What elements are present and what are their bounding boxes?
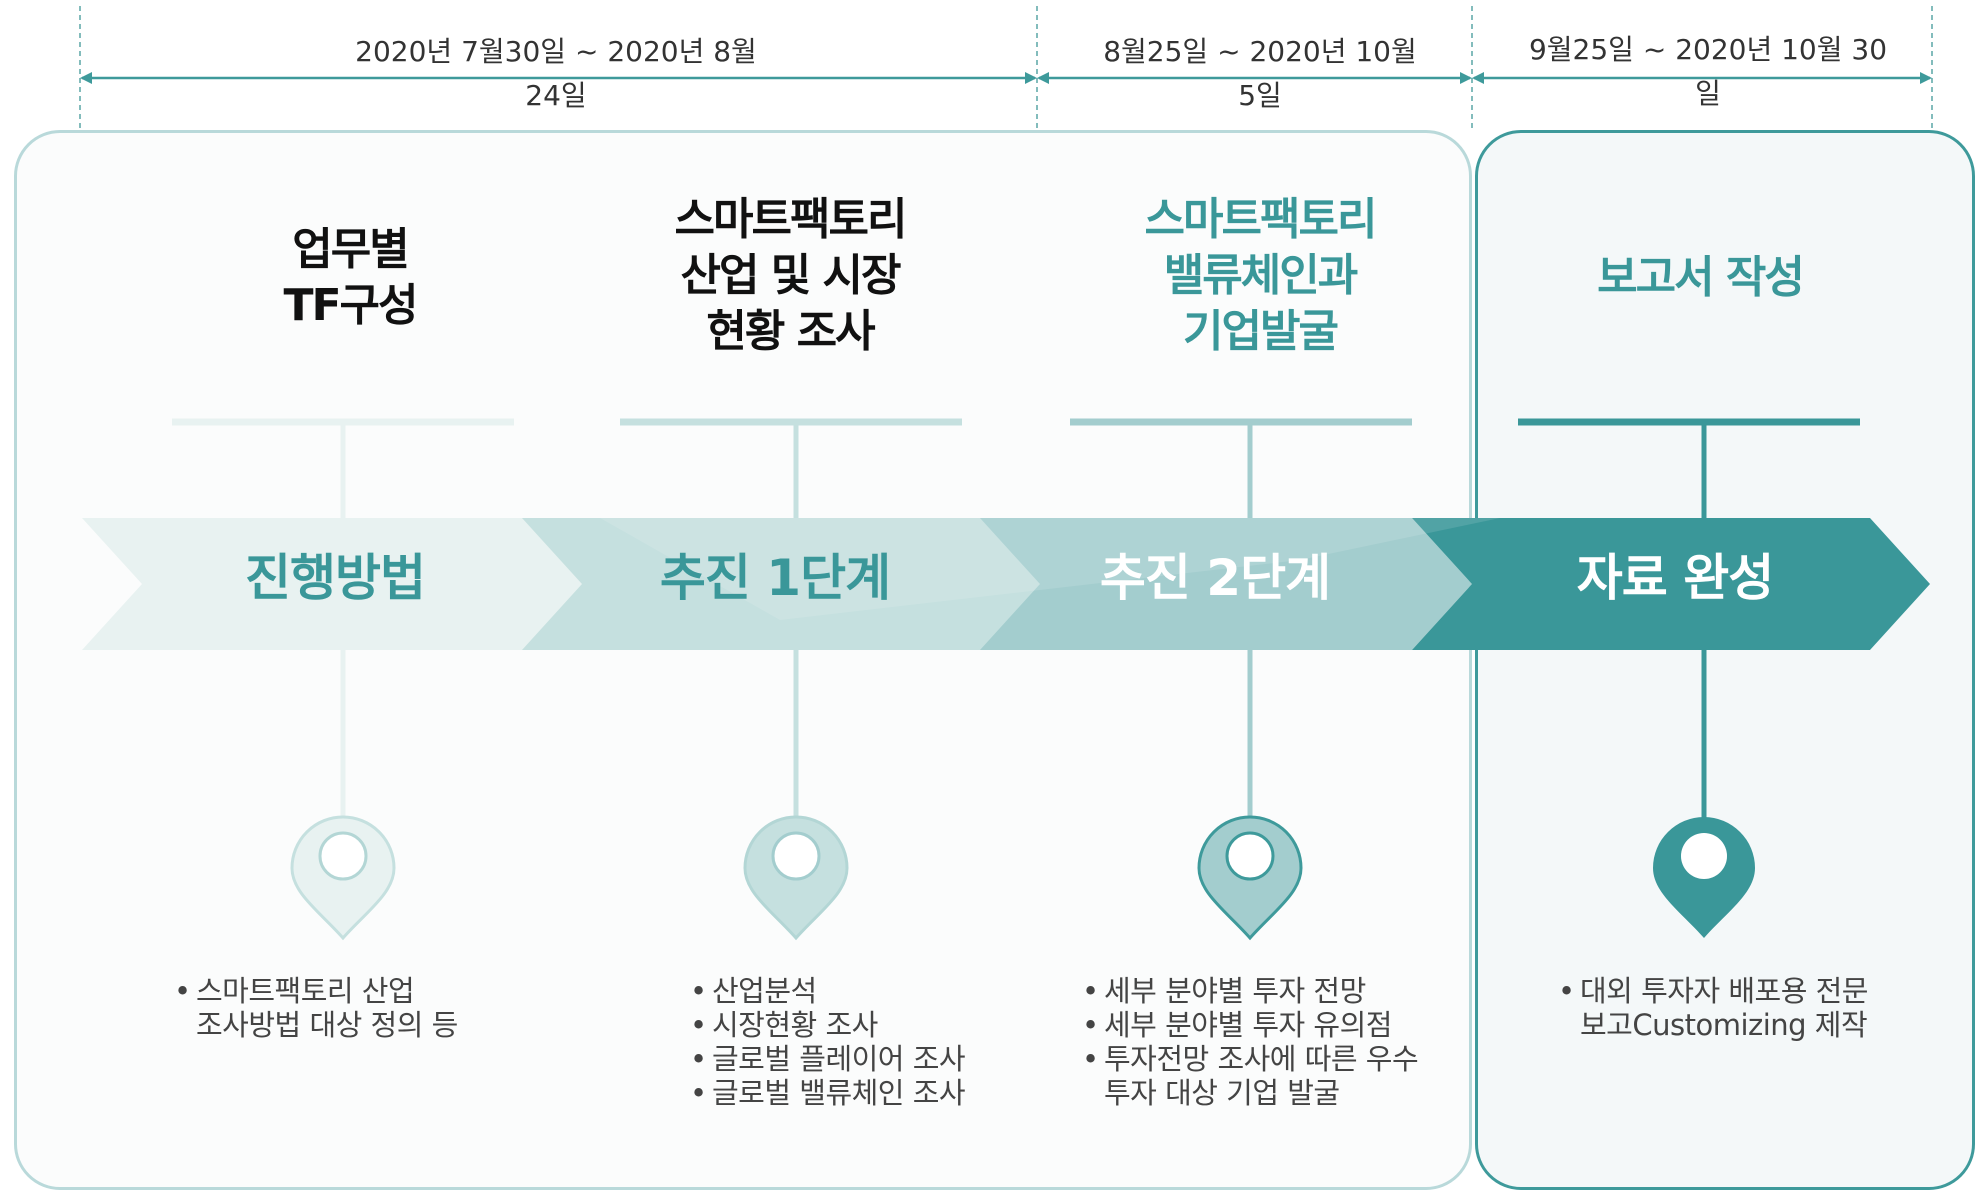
stage-2-bullets: 산업분석 시장현황 조사 글로벌 플레이어 조사 글로벌 밸류체인 조사	[690, 974, 1020, 1110]
stage-4-connector	[1518, 418, 1860, 818]
stage-4-chevron-label: 자료 완성	[1576, 549, 1774, 607]
period-label-1: 2020년 7월30일 ~ 2020년 8월 24일	[330, 30, 782, 112]
stage-2-title: 스마트팩토리 산업 및 시장 현황 조사	[674, 194, 908, 357]
chevron-sheen	[600, 518, 1500, 620]
stage-2-connector	[620, 418, 962, 818]
stage-3-title: 스마트팩토리 밸류체인과 기업발굴	[1144, 194, 1378, 357]
location-pin-icon	[1197, 815, 1303, 941]
stage-4-bullets: 대외 투자자 배포용 전문 보고Customizing 제작	[1558, 974, 1888, 1042]
stage-1-chevron	[82, 518, 590, 650]
period-arrows	[79, 6, 1933, 170]
list-item: 산업분석	[690, 974, 1020, 1008]
location-pin-icon	[290, 815, 396, 941]
list-item: 시장현황 조사	[690, 1008, 1020, 1042]
period-label-3: 9월25일 ~ 2020년 10월 30일	[1516, 28, 1900, 110]
list-item: 글로벌 플레이어 조사	[690, 1042, 1020, 1076]
stage-3-chevron-label: 추진 2단계	[1099, 549, 1331, 607]
list-item: 글로벌 밸류체인 조사	[690, 1076, 1020, 1110]
list-item: 세부 분야별 투자 전망	[1082, 974, 1452, 1008]
stage-1-bullets: 스마트팩토리 산업 조사방법 대상 정의 등	[174, 974, 494, 1042]
stage-4-chevron	[1412, 518, 1930, 650]
stage-1-title: 업무별 TF구성	[283, 224, 418, 331]
stage-4-title: 보고서 작성	[1597, 252, 1805, 303]
stage-1-connector	[172, 418, 514, 818]
stage-3-bullets: 세부 분야별 투자 전망 세부 분야별 투자 유의점 투자전망 조사에 따른 우…	[1082, 974, 1452, 1110]
list-item: 세부 분야별 투자 유의점	[1082, 1008, 1452, 1042]
stage-1-chevron-label: 진행방법	[245, 549, 426, 607]
list-item: 스마트팩토리 산업 조사방법 대상 정의 등	[174, 974, 494, 1042]
list-item: 대외 투자자 배포용 전문 보고Customizing 제작	[1558, 974, 1888, 1042]
period-label-2: 8월25일 ~ 2020년 10월 5일	[1084, 30, 1436, 112]
stage-2-chevron	[522, 518, 1042, 650]
stage-2-chevron-label: 추진 1단계	[659, 549, 891, 607]
location-pin-icon	[743, 815, 849, 941]
stage-3-connector	[1070, 418, 1412, 818]
stage-3-chevron	[980, 518, 1472, 650]
list-item: 투자전망 조사에 따른 우수 투자 대상 기업 발굴	[1082, 1042, 1452, 1110]
location-pin-icon	[1653, 817, 1755, 938]
